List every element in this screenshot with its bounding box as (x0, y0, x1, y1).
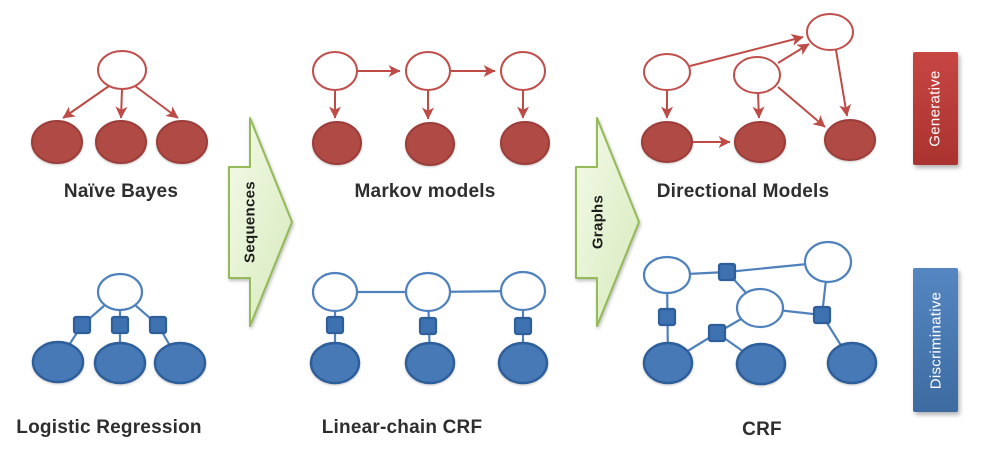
lc-observed-node (404, 341, 456, 385)
markov-models-label: Markov models (354, 181, 496, 202)
crf-label-node (735, 287, 785, 329)
dm-hidden-node (643, 53, 691, 91)
lc-observed-node (309, 341, 361, 385)
linear-chain-crf-label: Linear-chain CRF (321, 417, 483, 438)
crf-factor-square (717, 262, 737, 282)
dm-observed-node (641, 121, 693, 163)
mm-observed-node (405, 122, 455, 166)
mm-observed-node (500, 121, 550, 165)
directional-models-label: Directional Models (656, 181, 830, 202)
sequences-arrow-icon (228, 117, 293, 327)
graphs-label: Graphs (589, 194, 607, 250)
directional-models-graph (641, 13, 876, 163)
nb-observed-node (31, 120, 83, 164)
nb-observed-node (95, 120, 147, 164)
mm-observed-node (312, 121, 362, 165)
lr-observed-node (93, 341, 147, 385)
crf-observed-node (826, 341, 878, 385)
lr-factor-square (148, 315, 168, 335)
naive-bayes-graph (31, 50, 208, 164)
nb-observed-node (156, 120, 208, 164)
mm-state-node (405, 51, 451, 91)
dm-hidden-node (733, 56, 781, 94)
lc-label-node (404, 271, 452, 313)
lr-factor-square (72, 315, 92, 335)
crf-factor-square (812, 305, 832, 325)
discriminative-banner-label: Discriminative (927, 291, 944, 389)
dm-observed-node (824, 119, 876, 161)
crf-observed-node (642, 341, 694, 385)
linear-chain-crf-graph (309, 270, 549, 385)
naive-bayes-label: Naïve Bayes (63, 181, 179, 202)
generative-banner-label: Generative (927, 70, 944, 147)
crf-factor-square (657, 307, 677, 327)
lc-observed-node (497, 341, 549, 385)
crf-graph (642, 240, 878, 386)
lc-label-node (311, 271, 359, 313)
sequences-label: Sequences (241, 181, 259, 263)
lr-observed-node (153, 341, 207, 385)
markov-models-graph (312, 51, 550, 166)
mm-state-node (500, 51, 546, 91)
mm-state-node (312, 51, 358, 91)
logistic-regression-label: Logistic Regression (16, 417, 202, 438)
discriminative-banner: Discriminative (913, 268, 958, 412)
lc-label-node (499, 270, 547, 312)
lr-factor-square (110, 315, 130, 335)
lr-observed-node (31, 340, 85, 384)
crf-factor-square (707, 323, 727, 343)
lc-factor-square (513, 316, 533, 336)
dm-hidden-node (806, 13, 854, 51)
lc-factor-square (418, 316, 438, 336)
lr-output-node (96, 272, 144, 312)
nb-hidden-node (97, 50, 147, 90)
lc-factor-square (325, 315, 345, 335)
crf-observed-node (735, 342, 787, 386)
graphs-arrow-icon (575, 117, 640, 327)
dm-observed-node (734, 121, 786, 163)
logistic-regression-graph (31, 272, 207, 385)
crf-label-node (803, 240, 853, 284)
crf-label-node (642, 255, 692, 295)
crf-label: CRF (742, 419, 782, 440)
generative-banner: Generative (913, 52, 958, 165)
